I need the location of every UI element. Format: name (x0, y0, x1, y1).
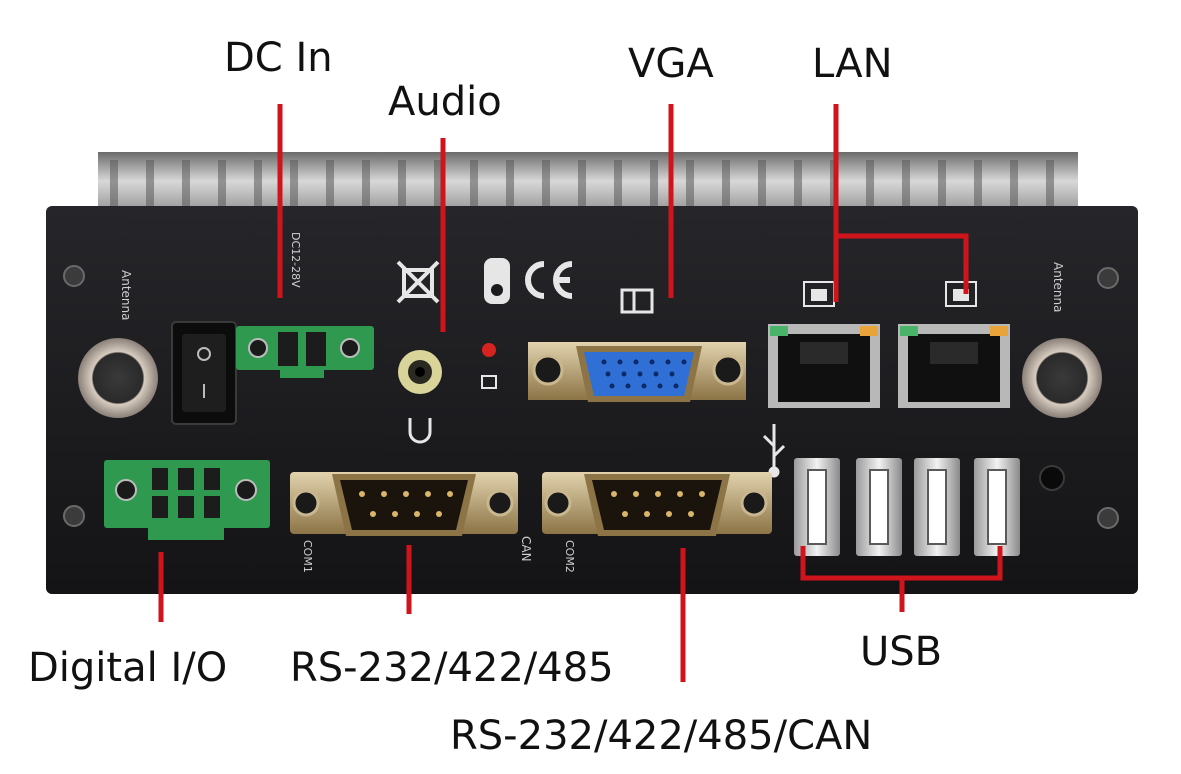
leader-lan-2 (836, 233, 969, 294)
panel-screws (63, 265, 1119, 529)
antenna-knob-left (78, 338, 158, 418)
can-marking: CAN (519, 536, 533, 562)
dc-rating-marking: DC12-28V (289, 232, 302, 288)
antenna-knob-right (1022, 338, 1102, 418)
lan-port-1 (768, 324, 880, 408)
label-usb: USB (860, 629, 943, 675)
audio-jack (398, 350, 442, 394)
heatsink (98, 152, 1078, 210)
rcm-mark-icon (484, 258, 510, 304)
status-led (482, 343, 496, 357)
com-left-marking: COM1 (301, 540, 314, 573)
antenna-right-marking: Antenna (1051, 262, 1065, 312)
label-lan: LAN (812, 41, 893, 87)
label-rs232-can: RS-232/422/485/CAN (450, 713, 873, 759)
label-rs232: RS-232/422/485 (290, 645, 614, 691)
power-switch-icon (171, 321, 237, 425)
headphone-icon (408, 418, 432, 444)
label-audio: Audio (388, 79, 502, 125)
monitor-icon (620, 288, 654, 314)
com-right-marking: COM2 (563, 540, 576, 573)
com-port-1 (290, 472, 518, 536)
antenna-left-marking: Antenna (119, 270, 133, 320)
leader-lines (158, 104, 1003, 682)
dc-in-terminal (236, 326, 374, 378)
reset-button (1039, 465, 1065, 491)
label-dc-in: DC In (224, 35, 333, 81)
recycle-bin-icon (396, 260, 440, 304)
label-vga: VGA (628, 41, 714, 87)
usb-icon (762, 424, 786, 478)
ce-mark-icon (525, 261, 573, 299)
led-marking (481, 375, 497, 389)
label-digital-io: Digital I/O (28, 645, 228, 691)
usb-ports (794, 458, 1020, 556)
vga-port (528, 342, 746, 402)
digital-io-terminal (104, 460, 270, 540)
lan-port-2 (898, 324, 1010, 408)
network-icon (945, 281, 977, 307)
com-port-2 (542, 472, 772, 536)
